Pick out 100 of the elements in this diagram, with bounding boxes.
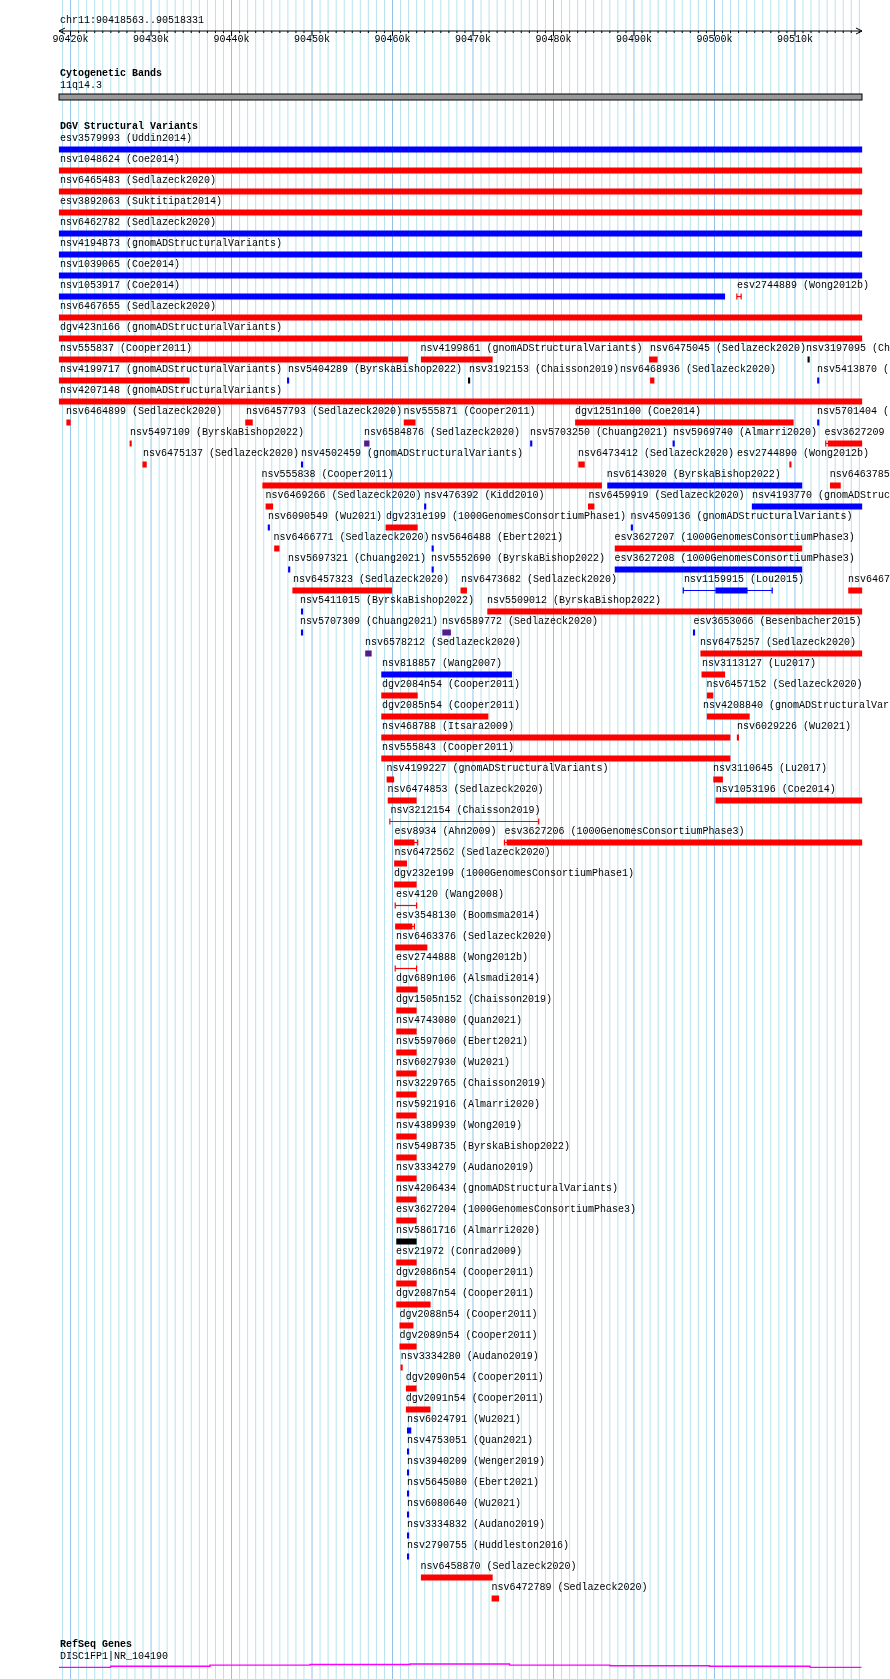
variant-label: nsv4743080 (Quan2021) <box>396 1015 523 1027</box>
variant-label: nsv555843 (Cooper2011) <box>382 742 515 754</box>
variant-label: nsv4389939 (Wong2019) <box>396 1120 523 1132</box>
variant-label: dgv689n106 (Alsmadi2014) <box>396 973 541 985</box>
variant-label: dgv2086n54 (Cooper2011) <box>396 1267 535 1279</box>
variant-label: esv21972 (Conrad2009) <box>396 1246 523 1258</box>
variant-label: nsv555871 (Cooper2011) <box>403 406 536 418</box>
variant-label: nsv6472562 (Sedlazeck2020) <box>394 847 551 859</box>
variant-label: nsv6475257 (Sedlazeck2020) <box>700 637 857 649</box>
variant-label: nsv5413870 ( <box>817 364 889 376</box>
variant-label: nsv3113127 (Lu2017) <box>702 658 817 670</box>
variant-label: dgv2084n54 (Cooper2011) <box>382 679 521 691</box>
variant-label: dgv423n166 (gnomADStructuralVariants) <box>60 322 283 334</box>
variant-label: nsv5703250 (Chuang2021) <box>530 427 669 439</box>
variant-label: nsv6584876 (Sedlazeck2020) <box>364 427 521 439</box>
position-label: 90510k <box>777 34 814 46</box>
variant-label: nsv1053196 (Coe2014) <box>715 784 836 796</box>
variant-label: esv3579993 (Uddin2014) <box>60 133 193 145</box>
variant-label: nsv5697321 (Chuang2021) <box>288 553 427 565</box>
variant-label: nsv6472789 (Sedlazeck2020) <box>491 1582 648 1594</box>
variant-label: nsv6080640 (Wu2021) <box>407 1498 522 1510</box>
variant-label: esv4120 (Wang2008) <box>396 889 505 901</box>
variant-label: nsv3212154 (Chaisson2019) <box>390 805 541 817</box>
variant-label: dgv1505n152 (Chaisson2019) <box>396 994 553 1006</box>
variant-label: dgv232e199 (1000GenomesConsortiumPhase1) <box>394 868 635 880</box>
variant-label: esv3627204 (1000GenomesConsortiumPhase3) <box>396 1204 637 1216</box>
variant-label: nsv6027930 (Wu2021) <box>396 1057 511 1069</box>
variant-label: dgv2091n54 (Cooper2011) <box>405 1393 544 1405</box>
variant-label: nsv5497109 (ByrskaBishop2022) <box>130 427 305 439</box>
variant-label: nsv3192153 (Chaisson2019) <box>469 364 620 376</box>
variant-label: nsv5921916 (Almarri2020) <box>396 1099 541 1111</box>
variant-label: nsv4207148 (gnomADStructuralVariants) <box>60 385 283 397</box>
variant-label: esv3627208 (1000GenomesConsortiumPhase3) <box>614 553 855 565</box>
variant-label: dgv2087n54 (Cooper2011) <box>396 1288 535 1300</box>
variant-label: esv8934 (Ahn2009) <box>394 826 497 838</box>
variant-label: esv2744889 (Wong2012b) <box>737 280 870 292</box>
variant-label: esv3892063 (Suktitipat2014) <box>60 196 223 208</box>
variant-label: nsv6457323 (Sedlazeck2020) <box>293 574 450 586</box>
variant-label: esv3627207 (1000GenomesConsortiumPhase3) <box>614 532 855 544</box>
variant-label: nsv5411015 (ByrskaBishop2022) <box>300 595 475 607</box>
variant-label: nsv6458870 (Sedlazeck2020) <box>420 1561 577 1573</box>
position-label: 90490k <box>616 34 653 46</box>
variant-label: nsv5646488 (Ebert2021) <box>431 532 564 544</box>
variant-label: nsv6469266 (Sedlazeck2020) <box>265 490 422 502</box>
variant-label: nsv6468936 (Sedlazeck2020) <box>620 364 777 376</box>
variant-label: nsv6457793 (Sedlazeck2020) <box>246 406 403 418</box>
variant-label: nsv5597060 (Ebert2021) <box>396 1036 529 1048</box>
variant-label: nsv6463376 (Sedlazeck2020) <box>396 931 553 943</box>
variant-label: dgv2090n54 (Cooper2011) <box>405 1372 544 1384</box>
variant-label: nsv818857 (Wang2007) <box>382 658 503 670</box>
variant-label: nsv6589772 (Sedlazeck2020) <box>442 616 599 628</box>
position-label: 90440k <box>213 34 250 46</box>
band-label: 11q14.3 <box>60 80 102 92</box>
variant-label: nsv6024791 (Wu2021) <box>407 1414 522 1426</box>
variant-label: nsv5701404 ( <box>817 406 889 418</box>
variant-label: nsv6475137 (Sedlazeck2020) <box>143 448 300 460</box>
variant-label: nsv5861716 (Almarri2020) <box>396 1225 541 1237</box>
variant-label: esv2744888 (Wong2012b) <box>396 952 529 964</box>
position-label: 90480k <box>535 34 572 46</box>
variant-label: nsv6465483 (Sedlazeck2020) <box>60 175 217 187</box>
variant-label: nsv4502459 (gnomADStructuralVariants) <box>301 448 524 460</box>
variant-label: esv3548130 (Boomsma2014) <box>396 910 541 922</box>
variant-label: nsv4199861 (gnomADStructuralVariants) <box>420 343 643 355</box>
variant-label: nsv1048624 (Coe2014) <box>60 154 181 166</box>
variant-label: nsv6464899 (Sedlazeck2020) <box>66 406 223 418</box>
variant-label: nsv1159915 (Lou2015) <box>684 574 805 586</box>
variant-label: dgv1251n100 (Coe2014) <box>575 406 702 418</box>
variant-label: nsv555838 (Cooper2011) <box>261 469 394 481</box>
variant-label: nsv6463785 <box>829 469 890 481</box>
variant-label: nsv4199717 (gnomADStructuralVariants) <box>60 364 283 376</box>
variant-label: nsv555837 (Cooper2011) <box>60 343 193 355</box>
variant-label: nsv6466771 (Sedlazeck2020) <box>273 532 430 544</box>
variant-label: nsv476392 (Kidd2010) <box>424 490 545 502</box>
variant-label: nsv3197095 (Ch <box>806 343 890 355</box>
track-title: RefSeq Genes <box>60 1638 132 1651</box>
position-label: 90450k <box>294 34 331 46</box>
variant-label: nsv5645080 (Ebert2021) <box>407 1477 540 1489</box>
variant-label: nsv3110645 (Lu2017) <box>713 763 828 775</box>
variant-label: nsv6475045 (Sedlazeck2020) <box>650 343 807 355</box>
variant-label: nsv5969740 (Almarri2020) <box>673 427 818 439</box>
position-label: 90500k <box>696 34 733 46</box>
variant-label: nsv3940209 (Wenger2019) <box>407 1456 546 1468</box>
variant-label: nsv6578212 (Sedlazeck2020) <box>365 637 522 649</box>
variant-label: nsv4206434 (gnomADStructuralVariants) <box>396 1183 619 1195</box>
variant-label: esv3627206 (1000GenomesConsortiumPhase3) <box>504 826 745 838</box>
variant-label: esv2744890 (Wong2012b) <box>737 448 870 460</box>
variant-label: nsv3334832 (Audano2019) <box>407 1519 546 1531</box>
variant-label: nsv6462782 (Sedlazeck2020) <box>60 217 217 229</box>
variant-label: nsv4199227 (gnomADStructuralVariants) <box>386 763 609 775</box>
variant-label: nsv5404289 (ByrskaBishop2022) <box>288 364 463 376</box>
variant-label: nsv3334280 (Audano2019) <box>400 1351 539 1363</box>
position-label: 90420k <box>52 34 89 46</box>
variant-label: dgv2089n54 (Cooper2011) <box>399 1330 538 1342</box>
variant-label: nsv1053917 (Coe2014) <box>60 280 181 292</box>
track-title: Cytogenetic Bands <box>60 68 163 80</box>
variant-label: nsv4208840 (gnomADStructuralVar <box>703 700 890 712</box>
variant-label: esv3653066 (Besenbacher2015) <box>693 616 862 628</box>
variant-label: nsv468788 (Itsara2009) <box>382 721 515 733</box>
variant-label: nsv1039065 (Coe2014) <box>60 259 181 271</box>
variant-label: nsv6467 <box>848 574 890 586</box>
